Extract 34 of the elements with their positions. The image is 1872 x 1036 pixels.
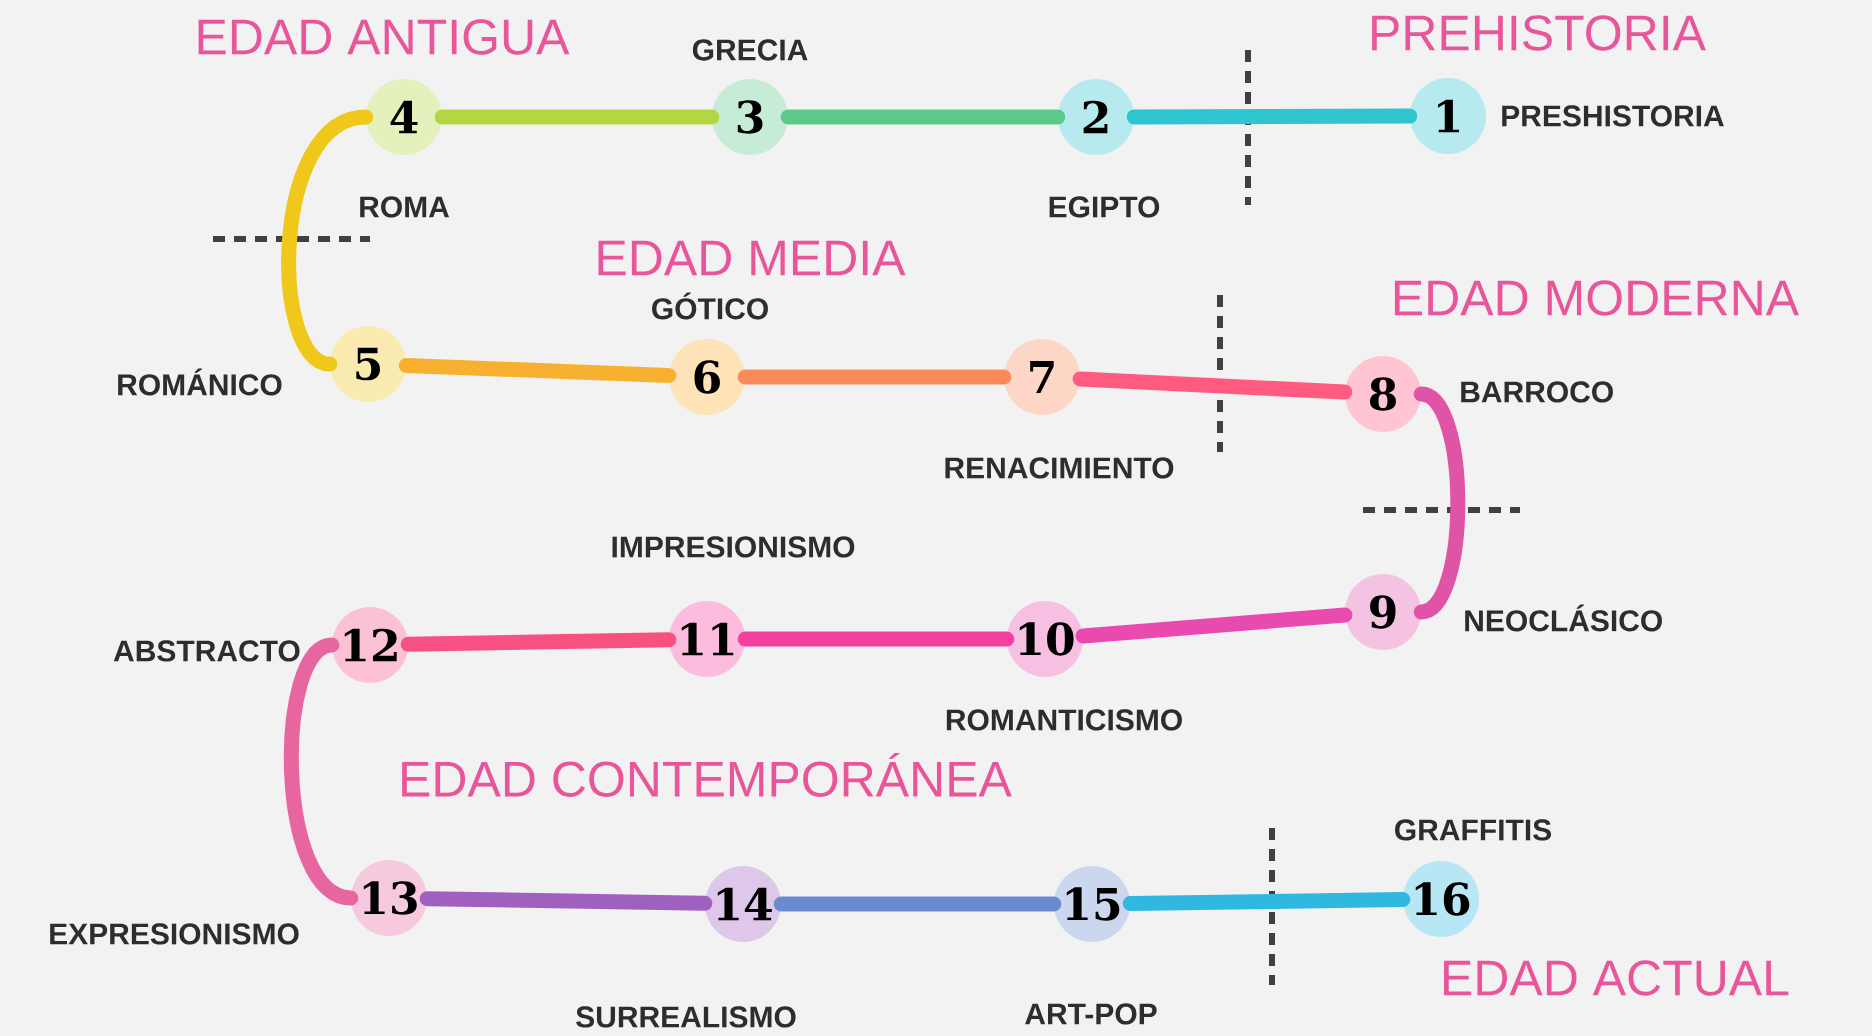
era-title: EDAD MEDIA xyxy=(598,240,906,276)
station-label: GRECIA xyxy=(692,39,808,61)
era-title: EDAD ANTIGUA xyxy=(198,19,570,55)
timeline-line xyxy=(1072,371,1353,400)
timeline-line xyxy=(419,891,713,911)
station-label: ROMA xyxy=(360,196,450,218)
timeline-line xyxy=(1126,108,1418,125)
era-title: EDAD MODERNA xyxy=(1394,280,1799,316)
timeline-line xyxy=(400,632,677,652)
era-title: PREHISTORIA xyxy=(1372,15,1706,51)
station-label: ART-POP xyxy=(1025,1003,1157,1025)
station-label: NEOCLÁSICO xyxy=(1465,604,1662,632)
station-label: IMPRESIONISMO xyxy=(612,536,855,558)
timeline-line xyxy=(780,109,1066,125)
timeline-line xyxy=(1122,892,1411,911)
station-label: PRESHISTORIA xyxy=(1502,105,1724,127)
station-label: BARROCO xyxy=(1461,381,1613,403)
station-label: EXPRESIONISMO xyxy=(50,923,299,945)
station-label: ROMANTICISMO xyxy=(946,709,1182,731)
timeline-line xyxy=(773,896,1062,912)
station-label: RENACIMIENTO xyxy=(945,457,1174,479)
station-label: SURREALISMO xyxy=(576,1006,796,1028)
timeline-line xyxy=(1075,607,1353,644)
station-label: EGIPTO xyxy=(1049,196,1160,218)
era-title: EDAD ACTUAL xyxy=(1444,960,1789,996)
timeline-line xyxy=(737,369,1012,385)
station-label: ROMÁNICO xyxy=(118,368,282,396)
station-label: ABSTRACTO xyxy=(113,640,300,662)
timeline-line xyxy=(398,357,677,384)
station-label: GÓTICO xyxy=(652,292,768,320)
timeline-line xyxy=(737,631,1015,647)
station-label: GRAFFITIS xyxy=(1395,819,1551,841)
timeline-line xyxy=(434,109,720,125)
era-title: EDAD CONTEMPORÁNEA xyxy=(402,753,1012,797)
